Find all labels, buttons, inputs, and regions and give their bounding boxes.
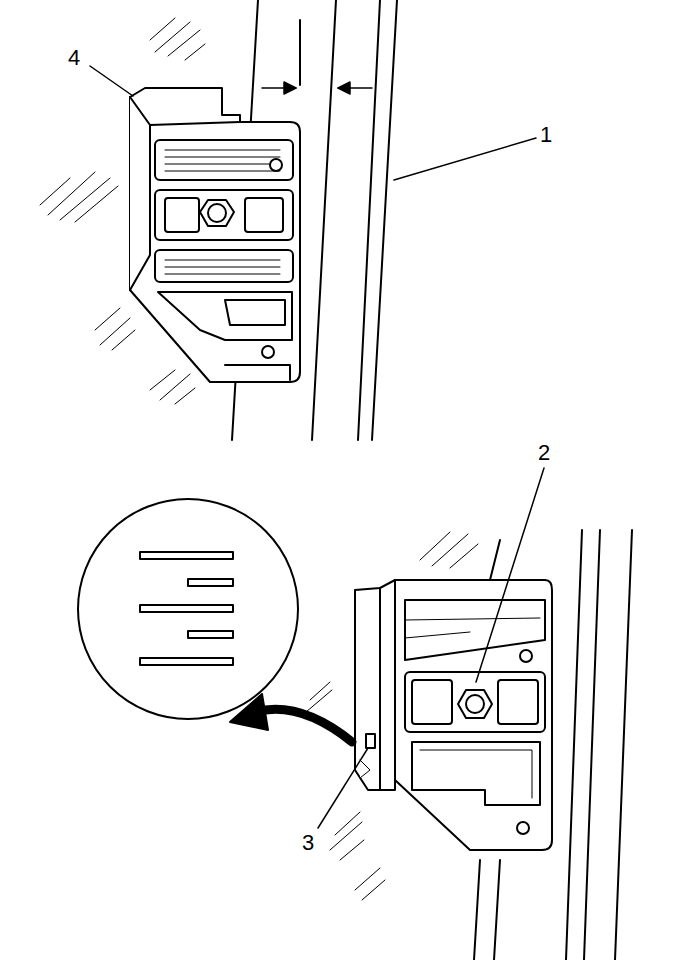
pillar-edge (615, 530, 632, 960)
pocket-recess (412, 680, 452, 724)
pocket-recess (165, 198, 199, 232)
plate-notch (360, 760, 370, 778)
screw (517, 822, 529, 834)
pillar-edge (299, 20, 301, 85)
bolt-pocket (405, 672, 545, 732)
pillar-edge (494, 860, 500, 960)
alignment-mark (366, 734, 375, 748)
hinge-edge (225, 365, 290, 380)
pillar-edge (312, 0, 336, 440)
ribbed-panel (155, 140, 293, 180)
leader-lines (90, 66, 544, 828)
callout-number: 3 (302, 832, 314, 854)
callout-number: 4 (68, 47, 80, 69)
arrowhead (284, 82, 296, 94)
hatch-mark (420, 532, 478, 568)
hatch-mark (150, 370, 195, 404)
arrowhead (338, 82, 350, 94)
pillar-edge (566, 530, 582, 960)
lower-recess (158, 292, 292, 340)
bolt-face (208, 204, 226, 222)
hatch-mark (40, 172, 118, 222)
pillar-edge (584, 530, 600, 960)
hatch-mark (330, 812, 364, 860)
screw (520, 650, 532, 662)
lower-recess (225, 300, 285, 325)
pocket-recess (245, 198, 283, 232)
curved-arrow-head (230, 694, 268, 730)
screw (270, 159, 282, 171)
scale-mark-short (188, 579, 233, 586)
bolt-pocket (155, 190, 293, 240)
leader-line (394, 138, 536, 180)
scale-mark-long (140, 552, 233, 559)
gap-dimension (262, 82, 372, 94)
lower-recess (412, 742, 540, 805)
pocket-recess (498, 680, 538, 724)
bolt-head (200, 200, 234, 226)
callout-number: 1 (540, 124, 552, 146)
inset-circle (78, 499, 298, 719)
callout-number: 2 (538, 442, 550, 464)
hatch-mark (150, 18, 205, 60)
hatch-mark (355, 868, 385, 900)
pillar-edge (372, 0, 397, 440)
recess-edge (420, 750, 532, 798)
ribs (165, 260, 280, 274)
detail-inset (78, 499, 298, 719)
hatch-mark (306, 682, 332, 712)
scale-mark-short (188, 631, 233, 638)
hinge-plate (130, 88, 300, 382)
ribs (165, 150, 280, 171)
hinge-edge (130, 97, 150, 290)
face-line (405, 618, 540, 638)
bolt-face (466, 695, 484, 713)
leader-line (318, 748, 368, 828)
pillar-edge (490, 540, 500, 580)
hinge-edge (394, 580, 396, 780)
hatch-mark (95, 308, 135, 350)
hinge-edge (150, 122, 240, 125)
bolt-head (458, 690, 492, 718)
curved-arrow-shaft (255, 709, 352, 742)
leader-line (90, 66, 133, 96)
hinge-lower (355, 580, 552, 850)
detail-arrow (230, 694, 352, 742)
hinge-upper (130, 88, 300, 382)
ribbed-panel (155, 250, 293, 282)
hinge-plate (355, 580, 552, 850)
leader-line (476, 468, 544, 682)
screw (262, 346, 274, 358)
scale-mark-long (140, 658, 233, 665)
hinge-edge (379, 588, 381, 790)
pillar-edge (474, 860, 480, 960)
scale-mark-long (140, 605, 233, 612)
